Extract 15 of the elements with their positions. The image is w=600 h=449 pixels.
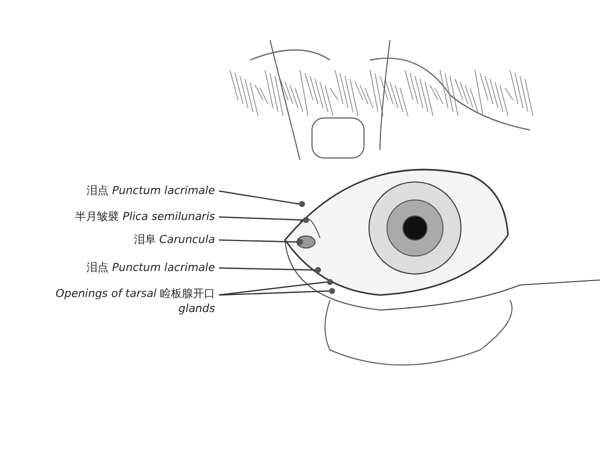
leader-line (218, 216, 304, 221)
part-label: 泪阜 Caruncula (15, 232, 215, 247)
leader-line (218, 267, 316, 271)
part-label: 半月皱襞 Plica semilunaris (15, 209, 215, 224)
opening-dot (299, 201, 305, 207)
leader-line (218, 281, 328, 296)
part-label: Openings of tarsal 睑板腺开口 glands (45, 286, 215, 316)
leader-line (218, 290, 330, 296)
opening-dot (329, 288, 335, 294)
part-label: 泪点 Punctum lacrimale (15, 183, 215, 198)
leader-line (218, 190, 300, 205)
part-label: 泪点 Punctum lacrimale (15, 260, 215, 275)
opening-dot (327, 279, 333, 285)
opening-dot (303, 217, 309, 223)
leader-line (218, 239, 298, 243)
